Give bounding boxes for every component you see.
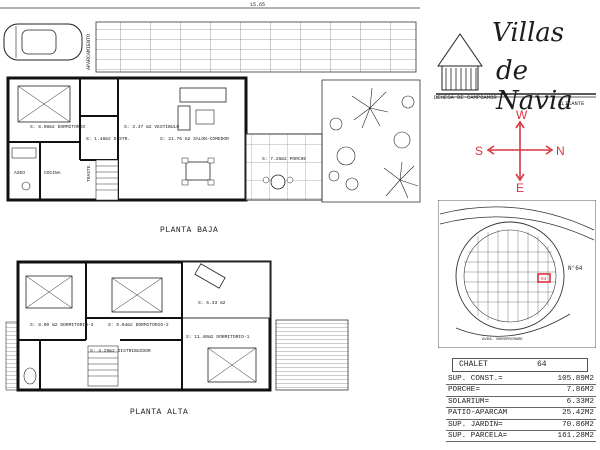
bed-icon: [207, 347, 257, 383]
bed-icon: [25, 275, 73, 309]
area-label: SOLARIUM=: [448, 397, 490, 406]
bed-icon: [111, 277, 163, 313]
room-label-solarium: S: 6.33 m2: [198, 300, 226, 306]
upper-floor-plan: S: 8.00 m2 DORMITORIO-3 S: 9.04m2 DORMIT…: [5, 260, 349, 417]
brand-line-2: de Navia: [496, 56, 573, 116]
area-label: SUP. CONST.=: [448, 375, 503, 383]
kitchen-counter: [11, 147, 37, 159]
compass-west: W: [516, 108, 528, 122]
area-row: SOLARIUM= 6.33M2: [446, 397, 596, 409]
compass-east: E: [516, 181, 524, 195]
porch-table-icon: [262, 174, 294, 190]
bathtub-icon: [23, 367, 37, 385]
compass-north: N: [556, 144, 565, 158]
compass-rose-icon: W E S N: [475, 108, 565, 195]
chalet-label: CHALET: [459, 360, 488, 369]
room-label-dorm1: S: 11.40m2 DORMITORIO-1: [186, 334, 250, 340]
car-icon: [3, 23, 83, 61]
areas-table: SUP. CONST.= 105.89M2 PORCHE= 7.86M2 SOLAR…: [446, 374, 596, 443]
site-lot-label: N°64: [568, 265, 583, 272]
room-label-aseo: ASEO: [14, 170, 25, 176]
bed-icon: [17, 85, 71, 123]
brand-line-1: Villas: [492, 18, 565, 48]
room-label-cocina: COCINA: [44, 170, 61, 176]
area-value: 70.86M2: [562, 420, 594, 429]
area-row: SUP. CONST.= 105.89M2: [446, 374, 596, 386]
area-value: 7.86M2: [566, 386, 594, 395]
sofa-icon: [177, 87, 227, 131]
room-label-traste: TRASTE.: [86, 163, 92, 182]
area-row: PATIO-APARCAM 25.42M2: [446, 408, 596, 420]
street-label: AVDA. BOROPRIMARE: [482, 338, 523, 342]
area-label: PORCHE=: [448, 386, 480, 395]
room-label-dorm2: S: 9.04m2 DORMITORIO-2: [108, 322, 169, 328]
area-row: SUP. PARCELA= 161.28M2: [446, 431, 596, 443]
room-label-distr: S: 1.48m2 DISTR.: [86, 136, 130, 142]
chalet-box: CHALET 64: [452, 358, 588, 372]
chalet-number: 64: [537, 360, 547, 369]
room-label-dorm3: S: 8.00 m2 DORMITORIO-3: [30, 322, 94, 328]
room-label-porche: S: 7.26m2 PORCHE: [262, 156, 306, 162]
area-label: SUP. PARCELA=: [448, 431, 508, 440]
ground-floor-plan: 15.65 APARCAMIENTO: [0, 2, 421, 235]
room-label-dormitorio: S: 8.00m2 DORMITORIO: [30, 124, 85, 130]
area-label: SUP. JARDIN=: [448, 420, 503, 429]
garden-plants: [328, 87, 419, 199]
villas-de-navia-logo: Villas de Navia: [432, 6, 600, 116]
dining-table-icon: [181, 157, 215, 186]
stairs: [95, 159, 119, 201]
top-dimension: 15.65: [250, 2, 265, 8]
compass-south: S: [475, 144, 483, 158]
lot-grid: [464, 230, 556, 322]
stairs: [87, 345, 119, 387]
area-value: 6.33M2: [566, 397, 594, 406]
room-label-salon: S: 21.76 m2 SALON-COMEDOR: [160, 136, 229, 142]
palm-icon: [383, 161, 419, 199]
lot-64-number: 64: [541, 276, 547, 282]
lounge-chair-icon: [194, 263, 226, 289]
area-label: PATIO-APARCAM: [448, 409, 508, 418]
room-label-distribuidor: S: 4.29m2 DISTRIBUIDOR: [90, 348, 151, 354]
province-label: ALICANTE: [558, 100, 585, 107]
location-label: DEHESA DE CAMPOAMOR: [434, 94, 497, 101]
room-label-vestibulo: S: 3.47 m2 VESTIBULO: [124, 124, 179, 130]
palm-icon: [351, 87, 389, 129]
area-value: 105.89M2: [557, 375, 594, 383]
house-logo-icon: [436, 33, 596, 98]
floor-plans: 15.65 APARCAMIENTO: [0, 2, 421, 417]
area-value: 25.42M2: [562, 409, 594, 418]
parking-label: APARCAMIENTO: [86, 34, 92, 70]
area-row: PORCHE= 7.86M2: [446, 385, 596, 397]
site-plan: 64 N°64 AVDA. BOROPRIMARE: [438, 200, 596, 348]
lot-64-marker: [537, 273, 551, 283]
toilet-icon: [21, 181, 31, 191]
ground-plan-title: PLANTA BAJA: [160, 226, 218, 235]
area-row: SUP. JARDIN= 70.86M2: [446, 420, 596, 431]
info-panel: Villas de Navia DEHESA DE CAMPOAMOR ALIC…: [432, 0, 600, 450]
area-value: 161.28M2: [557, 431, 594, 440]
upper-plan-title: PLANTA ALTA: [130, 408, 188, 417]
